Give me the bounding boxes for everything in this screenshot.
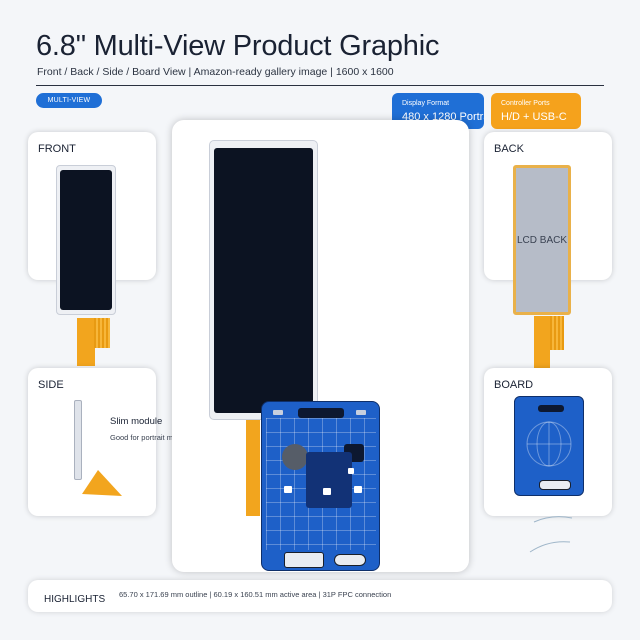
side-profile: [74, 400, 82, 480]
hero-display-screen: [214, 148, 313, 413]
board-view-label: BOARD: [494, 379, 534, 391]
trace-ring: [526, 421, 572, 467]
hero-mounting-hole: [282, 444, 308, 470]
hero-chip-pad: [323, 488, 331, 495]
hero-chip-pad: [348, 468, 354, 474]
swoosh-line: [529, 541, 571, 553]
front-display-screen: [60, 170, 112, 310]
hero-hdmi-port: [284, 552, 324, 568]
page-title: 6.8" Multi-View Product Graphic: [36, 30, 440, 62]
spec-value: H/D + USB-C: [501, 111, 567, 123]
spec-card-controller-ports: Controller Ports H/D + USB-C: [491, 93, 581, 129]
hero-main-chip: [306, 452, 352, 508]
spec-label: Controller Ports: [501, 100, 550, 107]
side-caption: Slim module: [110, 416, 163, 427]
back-fpc-cable: [534, 316, 550, 368]
side-fpc-fold: [82, 470, 122, 496]
highlights-text: 65.70 x 171.69 mm outline | 60.19 x 160.…: [119, 590, 392, 599]
page-subtitle: Front / Back / Side / Board View | Amazo…: [37, 66, 394, 78]
back-view-label: BACK: [494, 143, 524, 155]
back-panel-text: LCD BACK: [516, 235, 567, 246]
trace-ring: [536, 421, 562, 467]
board-thumb-usb-port: [539, 480, 571, 490]
multi-view-badge: MULTI-VIEW: [36, 93, 102, 108]
hero-pad: [356, 410, 366, 415]
board-thumb-traces: [526, 421, 572, 467]
hero-chip-pad: [284, 486, 292, 493]
header-divider: [36, 85, 604, 86]
side-view-label: SIDE: [38, 379, 64, 391]
board-thumb-connector-top: [538, 405, 564, 412]
front-fpc-traces: [94, 318, 110, 348]
hero-usb-c-port: [334, 554, 366, 566]
hero-fpc-cable: [246, 420, 260, 516]
swoosh-line: [533, 516, 573, 523]
side-note: Good for portrait mounting: [110, 433, 198, 442]
back-panel: [513, 165, 571, 315]
hero-chip-pad: [354, 486, 362, 493]
hero-fpc-connector: [298, 408, 344, 418]
decorative-swoosh: [529, 516, 573, 553]
spec-label: Display Format: [402, 100, 450, 107]
board-thumbnail: [514, 396, 584, 496]
highlights-bar: HIGHLIGHTS 65.70 x 171.69 mm outline | 6…: [28, 580, 612, 612]
side-fpc-shape: [82, 470, 122, 496]
highlights-label: HIGHLIGHTS: [44, 594, 106, 605]
back-fpc-traces: [550, 316, 564, 350]
hero-pad: [273, 410, 283, 415]
front-view-label: FRONT: [38, 143, 76, 155]
front-fpc-cable: [77, 318, 95, 366]
